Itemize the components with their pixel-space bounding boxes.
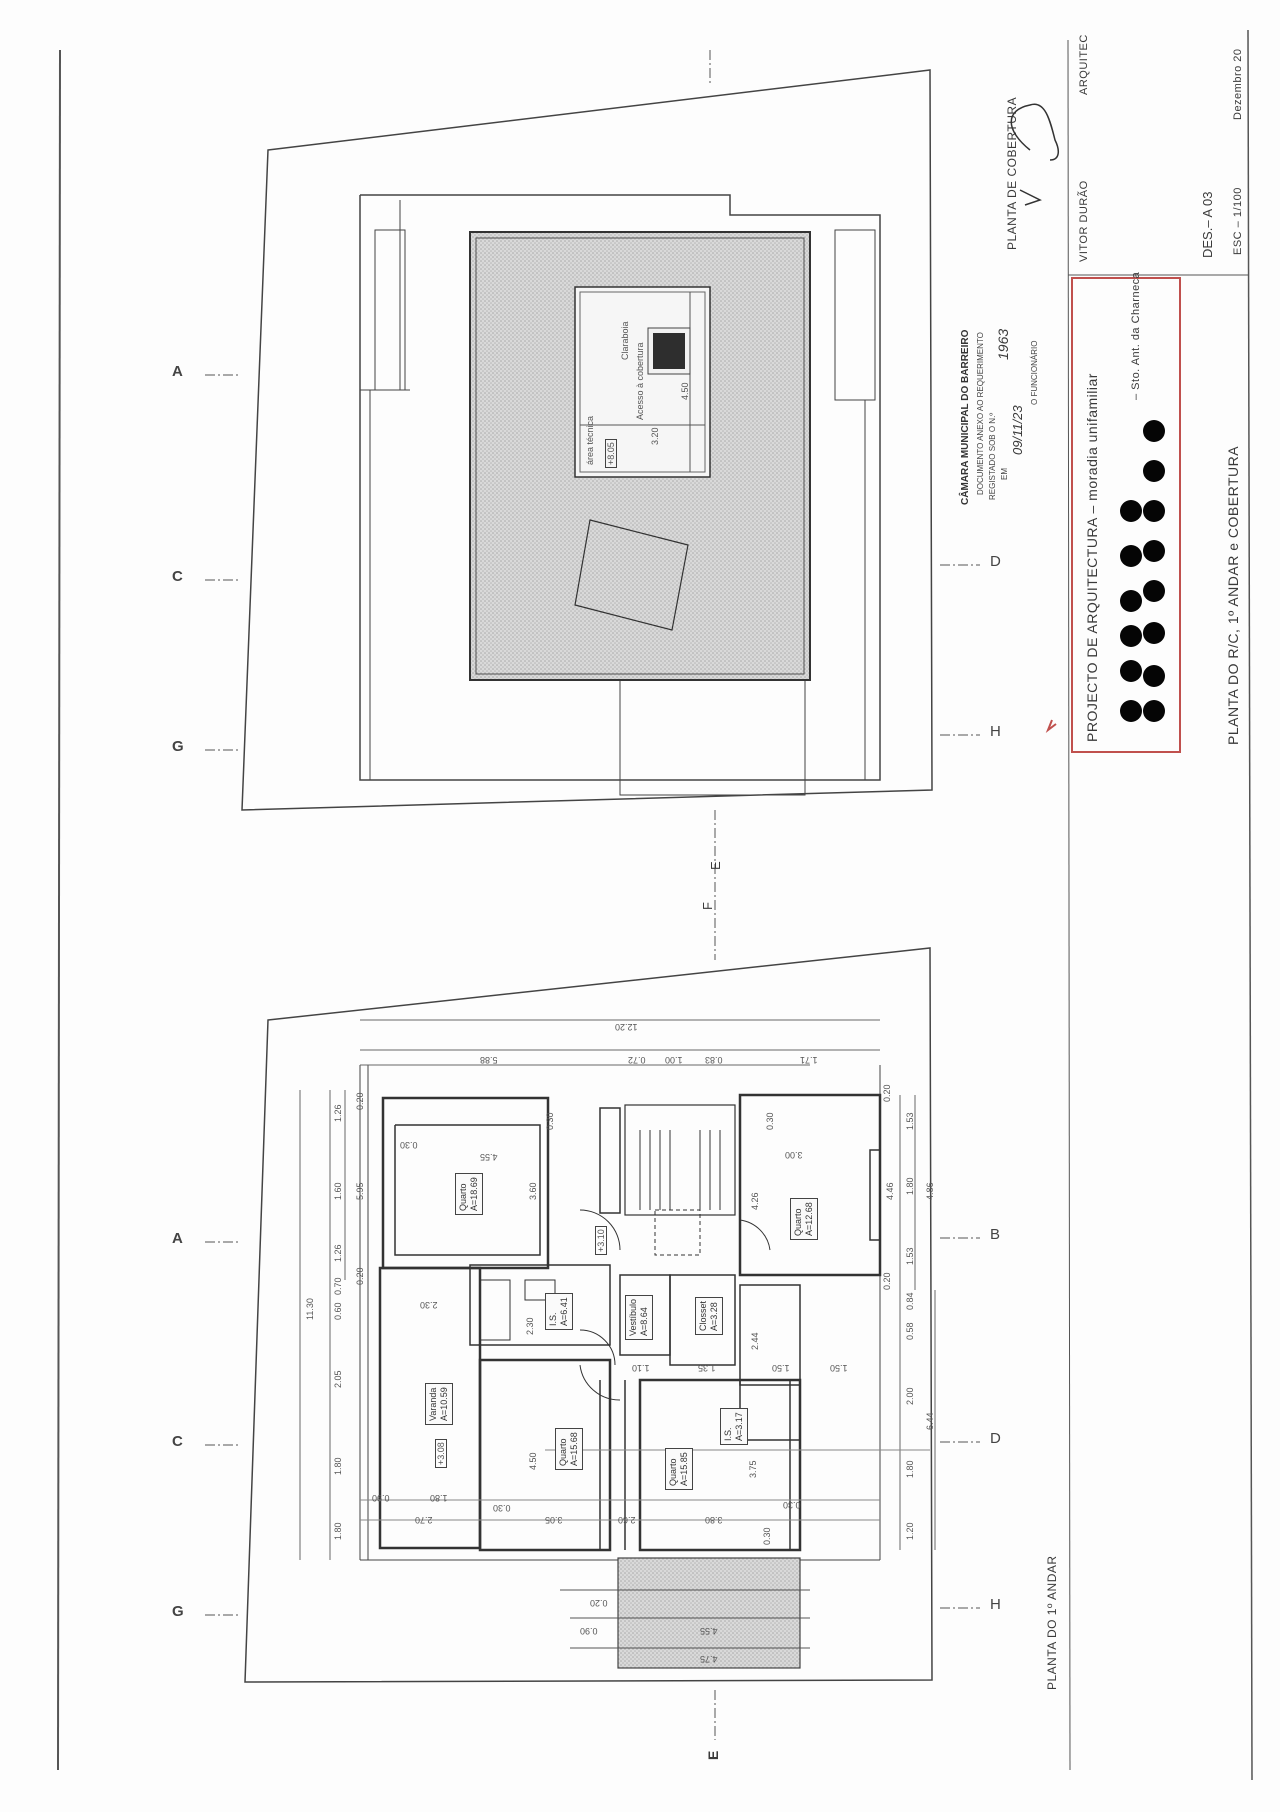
balcony-level: +3.08 xyxy=(435,1439,447,1468)
room-label-bathroom-2: I.S.A=3.17 xyxy=(720,1408,748,1445)
floor-section-mark-b: B xyxy=(990,1226,1001,1243)
stamp-line-official: O FUNCIONÁRIO xyxy=(1030,340,1039,405)
roof-section-mark-a: A xyxy=(172,363,184,380)
roof-surface xyxy=(469,231,811,681)
stamp-registration-number: 1963 xyxy=(995,328,1011,360)
architect-role: ARQUITEC xyxy=(1078,34,1090,95)
red-arrow-mark xyxy=(1045,719,1057,733)
floor-plan-walls xyxy=(378,1093,882,1552)
stamp-line-date: EM xyxy=(1000,468,1009,480)
technical-area-label: área técnica xyxy=(585,415,595,465)
roof-section-mark-c: C xyxy=(172,568,184,585)
roof-section-mark-h: H xyxy=(990,723,1001,740)
sheet-title: PLANTA DO R/C, 1º ANDAR e COBERTURA xyxy=(1225,445,1241,745)
roof-section-mark-g: G xyxy=(172,738,185,755)
floor-section-mark-c: C xyxy=(172,1433,184,1450)
title-block-frame xyxy=(1071,277,1181,753)
stamp-line-document: DOCUMENTO ANEXO AO REQUERIMENTO xyxy=(976,332,985,495)
drawing-number: DES.– A 03 xyxy=(1200,191,1215,259)
signature-mark xyxy=(1010,103,1060,206)
stamp-municipality: CÂMARA MUNICIPAL DO BARREIRO xyxy=(960,329,971,505)
project-location: – Sto. Ant. da Charneca xyxy=(1130,271,1142,400)
floor-section-mark-h: H xyxy=(990,1596,1001,1613)
sheet-frame xyxy=(57,29,1253,1781)
dimension-lines xyxy=(299,1019,936,1560)
porch-hatch xyxy=(560,1557,810,1669)
floor-section-mark-d: D xyxy=(990,1430,1001,1447)
roof-plan-site-outline xyxy=(241,69,933,811)
project-title: PROJECTO DE ARQUITECTURA – moradia unifa… xyxy=(1084,373,1100,742)
roof-dim-a: 3.20 xyxy=(650,427,660,445)
room-label-bathroom-1: I.S.A=6.41 xyxy=(545,1293,573,1330)
roof-section-mark-e: E xyxy=(708,861,723,870)
drawing-date: Dezembro 20 xyxy=(1232,48,1244,120)
floor-plan-site-outline xyxy=(244,947,933,1683)
floor-section-mark-e: E xyxy=(705,1750,721,1760)
hall-level: +3.10 xyxy=(595,1226,607,1255)
roof-access-label: Acesso à cobertura xyxy=(635,342,645,420)
roof-section-mark-f: F xyxy=(700,902,715,910)
floor-section-mark-a: A xyxy=(172,1230,184,1247)
architect-name: VITOR DURÃO xyxy=(1078,180,1090,262)
roof-section-mark-d: D xyxy=(990,553,1001,570)
technical-area-level: +8.05 xyxy=(605,439,617,468)
section-lines xyxy=(205,50,980,1740)
floor-section-mark-g: G xyxy=(172,1603,185,1620)
roof-plan-caption: PLANTA DE COBERTURA xyxy=(1005,96,1019,250)
stamp-date-value: 09/11/23 xyxy=(1010,405,1025,455)
skylight-label: Claraboia xyxy=(620,321,630,360)
stamp-line-registered: REGISTADO SOB O N.º xyxy=(988,412,997,500)
drawing-scale: ESC – 1/100 xyxy=(1232,187,1244,255)
roof-dim-b: 4.50 xyxy=(680,382,690,400)
floor-plan-caption: PLANTA DO 1º ANDAR xyxy=(1045,1555,1059,1690)
